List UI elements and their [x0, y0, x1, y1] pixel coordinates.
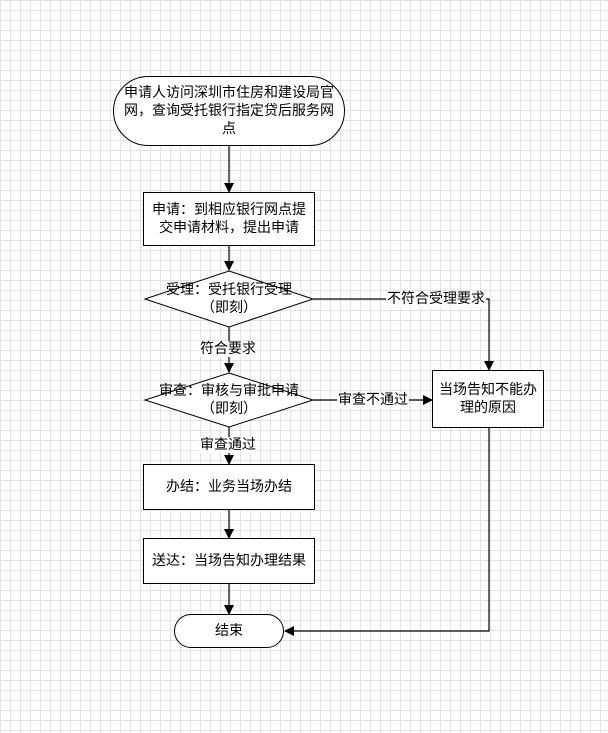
deliver-text: 送达：当场告知办理结果 [152, 553, 306, 569]
apply-text: 申请：到相应银行网点提交申请材料，提出申请 [152, 202, 306, 236]
start-text: 申请人访问深圳市住房和建设局官网，查询受托银行指定贷后服务网点 [124, 85, 334, 137]
edge-reject-to-end [284, 428, 490, 636]
deliver-step: 送达：当场告知办理结果 [143, 538, 315, 584]
accept-decision: 受理：受托银行受理（即刻） [158, 279, 300, 319]
start-terminal: 申请人访问深圳市住房和建设局官网，查询受托银行指定贷后服务网点 [113, 76, 345, 146]
reject-step: 当场告知不能办理的原因 [432, 370, 544, 428]
reject-text: 当场告知不能办理的原因 [439, 382, 537, 416]
end-terminal: 结束 [174, 614, 284, 648]
edge-accept-to-reject [313, 298, 494, 371]
review-text: 审查：审核与审批申请（即刻） [159, 383, 299, 417]
review-decision: 审查：审核与审批申请（即刻） [158, 380, 300, 420]
review-no-label: 审查不通过 [337, 392, 409, 408]
accept-no-label: 不符合受理要求 [386, 291, 486, 307]
apply-step: 申请：到相应银行网点提交申请材料，提出申请 [143, 192, 315, 246]
end-text: 结束 [215, 623, 243, 639]
review-yes-label: 审查通过 [199, 437, 257, 453]
complete-text: 办结：业务当场办结 [166, 479, 292, 495]
accept-text: 受理：受托银行受理（即刻） [166, 282, 292, 316]
accept-yes-label: 符合要求 [199, 341, 257, 357]
complete-step: 办结：业务当场办结 [143, 464, 315, 510]
